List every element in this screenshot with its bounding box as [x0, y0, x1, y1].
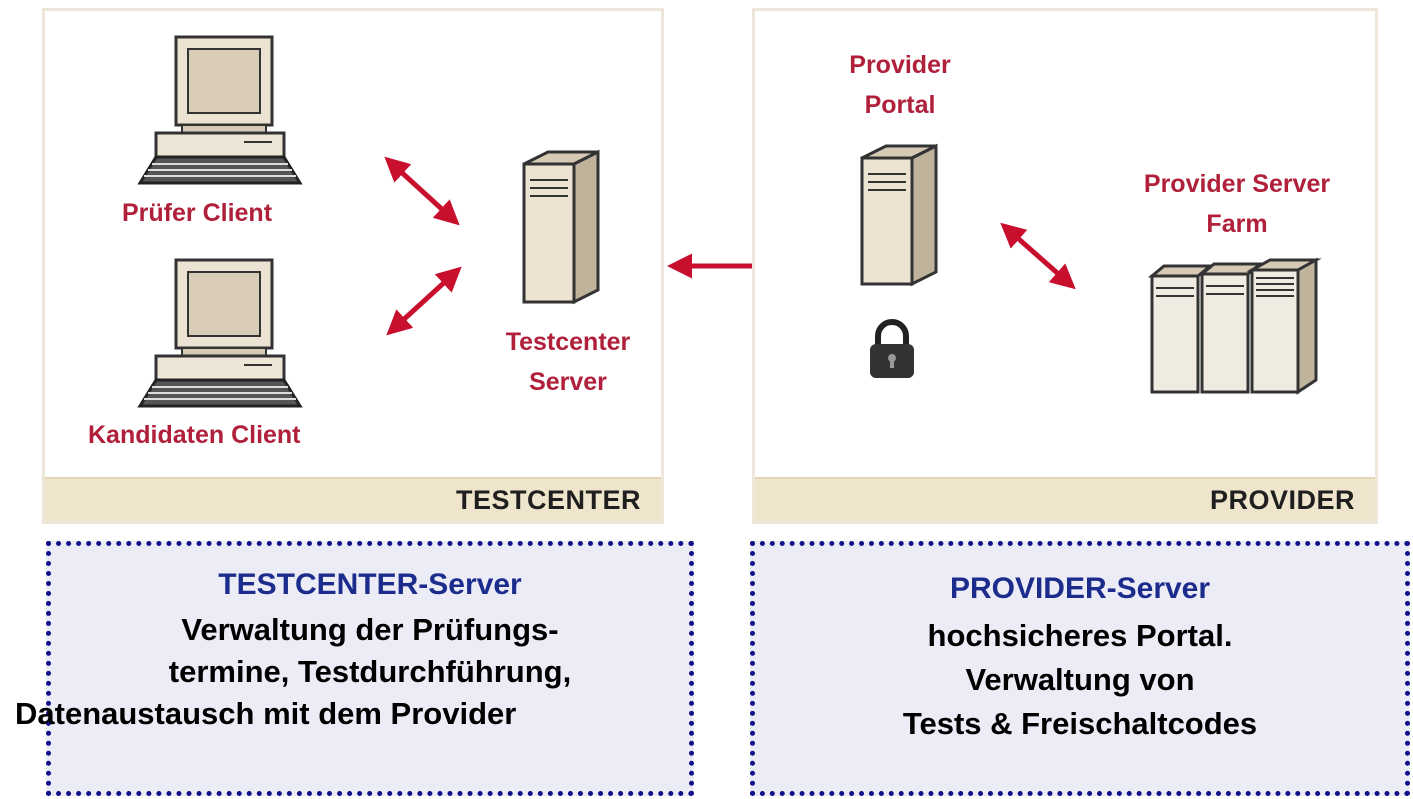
testcenter-footer: TESTCENTER	[45, 477, 661, 521]
testcenter-server-line2: Server	[529, 368, 607, 396]
testcenter-box-title: TESTCENTER-Server	[218, 568, 522, 601]
computer-icon	[137, 258, 303, 408]
testcenter-description-box: TESTCENTER-Server Verwaltung der Prüfung…	[15, 541, 694, 796]
provider-box-title: PROVIDER-Server	[949, 572, 1211, 605]
testcenter-footer-label: TESTCENTER	[455, 485, 641, 515]
lock-icon	[870, 319, 914, 378]
provider-box-line: hochsicheres Portal.	[927, 618, 1233, 653]
provider-footer-label: PROVIDER	[1209, 485, 1355, 515]
provider-portal-line2: Portal	[864, 91, 936, 119]
provider-description-box: PROVIDER-Server hochsicheres Portal. Ver…	[750, 541, 1410, 796]
provider-farm-label: Provider Server Farm	[1112, 164, 1362, 244]
server-icon	[860, 143, 938, 287]
provider-portal-line1: Provider	[849, 51, 951, 79]
computer-icon	[137, 35, 303, 185]
testcenter-server-label: Testcenter Server	[478, 322, 658, 402]
provider-farm-line2: Farm	[1206, 210, 1268, 238]
server-icon	[522, 149, 600, 305]
pruefer-client-label: Prüfer Client	[122, 199, 273, 227]
double-arrow-icon	[384, 156, 460, 226]
double-arrow-icon	[386, 266, 462, 336]
testcenter-box-line: Verwaltung der Prüfungs-	[181, 612, 559, 647]
kandidaten-client-label: Kandidaten Client	[88, 421, 301, 449]
double-arrow-icon	[1000, 222, 1076, 290]
server-farm-icon	[1147, 257, 1322, 395]
provider-farm-line1: Provider Server	[1143, 170, 1331, 198]
testcenter-box-line: Datenaustausch mit dem Provider	[15, 696, 517, 731]
provider-box-line: Tests & Freischaltcodes	[902, 706, 1258, 741]
testcenter-box-line: termine, Testdurchführung,	[168, 654, 572, 689]
provider-footer: PROVIDER	[755, 477, 1375, 521]
provider-box-line: Verwaltung von	[965, 662, 1195, 697]
provider-portal-label: Provider Portal	[800, 45, 1000, 125]
testcenter-server-line1: Testcenter	[505, 328, 631, 356]
